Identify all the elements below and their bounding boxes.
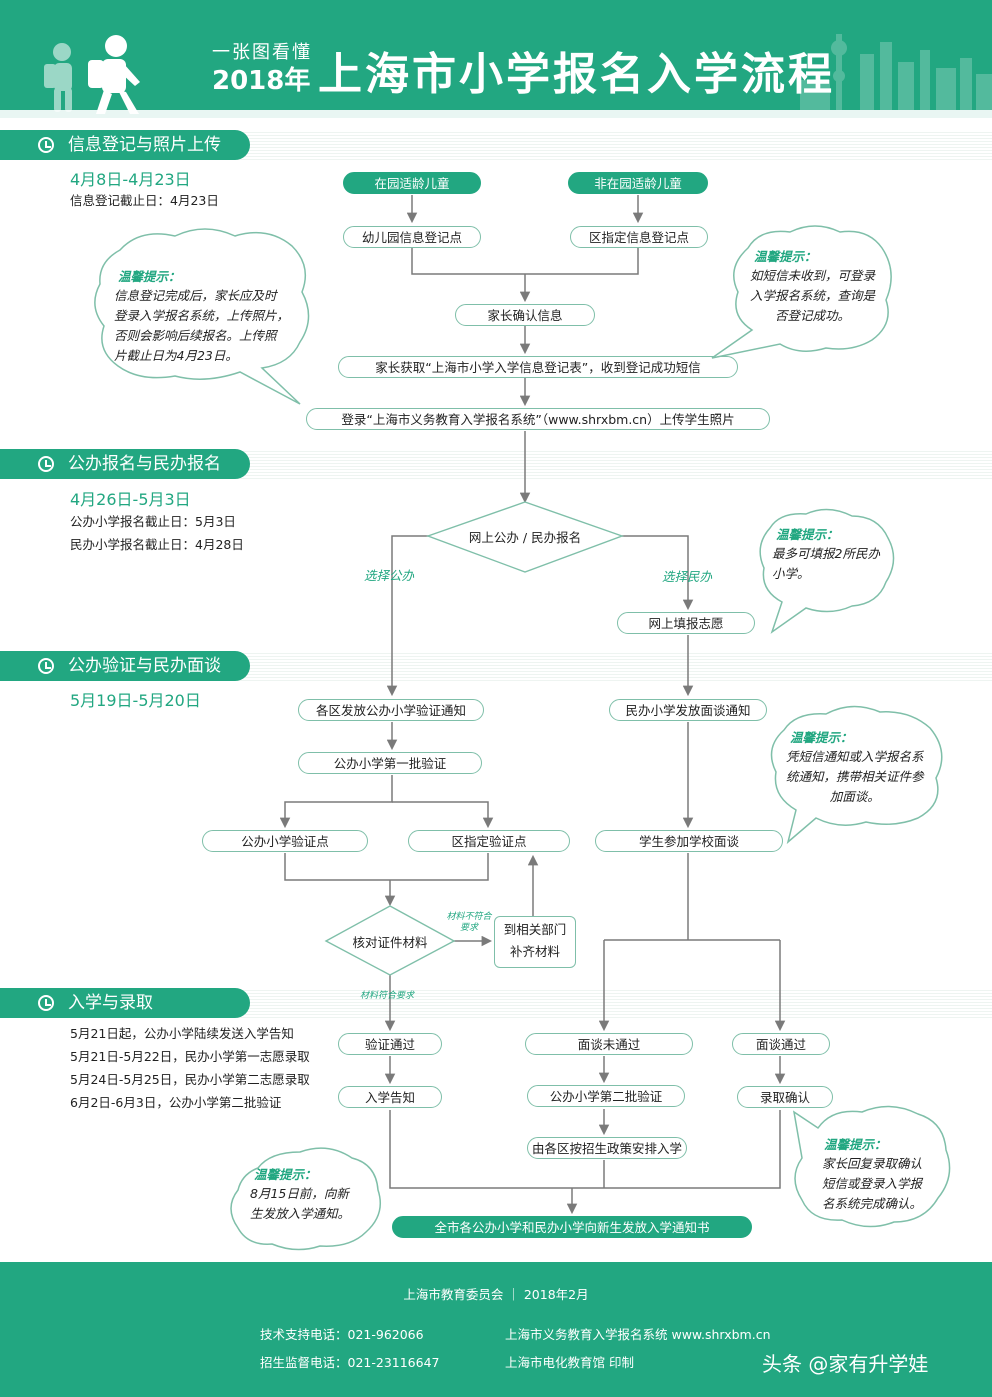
node-public-notice: 各区发放公办小学验证通知 bbox=[298, 699, 484, 721]
tip-title: 温馨提示： bbox=[824, 1137, 887, 1152]
footer: 上海市教育委员会 ｜ 2018年2月 技术支持电话：021-962066 上海市… bbox=[0, 1262, 992, 1397]
node-verify-point: 公办小学验证点 bbox=[202, 830, 368, 852]
node-get-form: 家长获取“上海市小学入学信息登记表”，收到登记成功短信 bbox=[338, 356, 738, 378]
section-note: 信息登记截止日：4月23日 bbox=[70, 193, 219, 208]
node-kg-register: 幼儿园信息登记点 bbox=[343, 226, 481, 248]
node-interview: 学生参加学校面谈 bbox=[595, 830, 783, 852]
node-final-notice: 全市各公办小学和民办小学向新生发放入学通知书 bbox=[392, 1216, 752, 1238]
tip-line: 信息登记完成后，家长应及时 bbox=[114, 288, 277, 303]
node-district-arrange: 由各区按招生政策安排入学 bbox=[527, 1137, 687, 1159]
header-year: 2018年 bbox=[212, 66, 311, 96]
section-note: 民办小学报名截止日：4月28日 bbox=[70, 537, 244, 552]
header-banner: 一张图看懂 2018年 上海市小学报名入学流程 bbox=[0, 0, 992, 118]
node-verify-pass: 验证通过 bbox=[338, 1033, 442, 1055]
tip-line: 入学报名系统，查询是 bbox=[750, 288, 876, 303]
skyline-icon bbox=[800, 34, 992, 110]
decision-diamond-apply bbox=[425, 501, 625, 573]
supplement-line: 补齐材料 bbox=[509, 944, 560, 959]
tip-line: 片截止日为4月23日。 bbox=[114, 348, 238, 363]
node-first-verify: 公办小学第一批验证 bbox=[298, 752, 482, 774]
label-choose-private: 选择民办 bbox=[662, 569, 713, 584]
label-choose-public: 选择公办 bbox=[364, 568, 415, 583]
supplement-line: 到相关部门 bbox=[503, 922, 567, 937]
label-docs-fail: 材料不符合要求 bbox=[446, 912, 492, 933]
node-district-verify: 区指定验证点 bbox=[408, 830, 570, 852]
section-note: 公办小学报名截止日：5月3日 bbox=[70, 514, 236, 529]
header-stripe bbox=[0, 110, 992, 118]
tip-line: 家长回复录取确认 bbox=[822, 1156, 923, 1171]
tip-cloud-6 bbox=[792, 1105, 951, 1228]
node-second-verify: 公办小学第二批验证 bbox=[527, 1085, 685, 1107]
tip-cloud-1 bbox=[94, 228, 310, 405]
decision-diamond-docs bbox=[324, 905, 456, 976]
tip-text-6: 家长回复录取确认 短信或登录入学报 名系统完成确认。 bbox=[822, 1154, 922, 1214]
schedule-item: 5月21日起，公办小学陆续发送入学告知 bbox=[70, 1026, 294, 1041]
footer-printer: 上海市电化教育馆 印制 bbox=[505, 1355, 634, 1370]
schedule-item: 5月24日-5月25日，民办小学第二志愿录取 bbox=[70, 1072, 310, 1087]
clock-icon bbox=[38, 137, 54, 153]
section-date-3: 5月19日-5月20日 bbox=[70, 691, 201, 710]
schedule-item: 5月21日-5月22日，民办小学第一志愿录取 bbox=[70, 1049, 310, 1064]
tip-cloud-3 bbox=[759, 508, 895, 634]
tip-cloud-5 bbox=[230, 1147, 381, 1251]
section-title-3: 公办验证与民办面谈 bbox=[0, 651, 250, 681]
node-upload-photo: 登录“上海市义务教育入学报名系统”（www.shrxbm.cn）上传学生照片 bbox=[306, 408, 770, 430]
tip-title: 温馨提示： bbox=[118, 269, 181, 284]
clock-icon bbox=[38, 995, 54, 1011]
node-admission-notice: 入学告知 bbox=[338, 1086, 442, 1108]
tip-line: 8月15日前，向新 bbox=[250, 1186, 349, 1201]
tip-line: 最多可填报2所民办 bbox=[772, 546, 880, 561]
tip-line: 短信或登录入学报 bbox=[822, 1176, 923, 1191]
node-interview-pass: 面谈通过 bbox=[732, 1033, 830, 1055]
node-online-apply: 网上公办 / 民办报名 bbox=[468, 530, 582, 545]
tip-title: 温馨提示： bbox=[754, 249, 817, 264]
node-enroll-confirm: 录取确认 bbox=[737, 1086, 833, 1108]
tip-line: 加面谈。 bbox=[829, 789, 880, 804]
clock-icon bbox=[38, 456, 54, 472]
section-date-1: 4月8日-4月23日 bbox=[70, 170, 191, 189]
node-interview-fail: 面谈未通过 bbox=[525, 1033, 693, 1055]
tip-text-4: 凭短信通知或入学报名系 统通知，携带相关证件参 加面谈。 bbox=[786, 747, 924, 807]
footer-support-phone: 技术支持电话：021-962066 bbox=[260, 1327, 424, 1342]
tip-line: 小学。 bbox=[772, 566, 810, 581]
header-subtitle: 一张图看懂 bbox=[212, 42, 312, 63]
footer-system: 上海市义务教育入学报名系统 www.shrxbm.cn bbox=[505, 1327, 771, 1342]
page-title: 上海市小学报名入学流程 bbox=[318, 49, 835, 100]
node-check-docs: 核对证件材料 bbox=[352, 935, 428, 950]
tip-title: 温馨提示： bbox=[776, 527, 839, 542]
section-date-2: 4月26日-5月3日 bbox=[70, 490, 191, 509]
children-icon bbox=[44, 35, 140, 114]
tip-line: 统通知，携带相关证件参 bbox=[786, 769, 924, 784]
tip-line: 名系统完成确认。 bbox=[822, 1196, 923, 1211]
schedule-item: 6月2日-6月3日，公办小学第二批验证 bbox=[70, 1095, 282, 1110]
tip-text-1: 信息登记完成后，家长应及时 登录入学报名系统，上传照片， 否则会影响后续报名。上… bbox=[114, 286, 289, 366]
tip-line: 生发放入学通知。 bbox=[250, 1206, 351, 1221]
tip-line: 否则会影响后续报名。上传照 bbox=[114, 328, 277, 343]
node-fill-wish: 网上填报志愿 bbox=[617, 612, 755, 634]
tip-text-5: 8月15日前，向新 生发放入学通知。 bbox=[250, 1184, 350, 1224]
node-parent-confirm: 家长确认信息 bbox=[455, 304, 595, 326]
tip-title: 温馨提示： bbox=[254, 1167, 317, 1182]
tip-text-3: 最多可填报2所民办 小学。 bbox=[772, 544, 880, 584]
tip-line: 凭短信通知或入学报名系 bbox=[786, 749, 924, 764]
tip-title: 温馨提示： bbox=[790, 730, 853, 745]
tip-line: 否登记成功。 bbox=[775, 308, 851, 323]
tip-cloud-4 bbox=[770, 705, 943, 845]
footer-supervise-phone: 招生监督电话：021-23116647 bbox=[260, 1355, 440, 1370]
tip-cloud-2 bbox=[711, 225, 892, 359]
footer-issuer: 上海市教育委员会 ｜ 2018年2月 bbox=[403, 1287, 589, 1302]
node-district-register: 区指定信息登记点 bbox=[570, 226, 708, 248]
tip-text-2: 如短信未收到，可登录 入学报名系统，查询是 否登记成功。 bbox=[750, 266, 875, 326]
node-supplement: 到相关部门 补齐材料 bbox=[494, 916, 576, 968]
watermark: 头条 @家有升学娃 bbox=[762, 1352, 929, 1376]
clock-icon bbox=[38, 658, 54, 674]
tip-line: 如短信未收到，可登录 bbox=[750, 268, 876, 283]
label-docs-ok: 材料符合要求 bbox=[360, 991, 415, 1001]
node-in-kindergarten: 在园适龄儿童 bbox=[343, 172, 481, 194]
tip-line: 登录入学报名系统，上传照片， bbox=[114, 308, 290, 323]
node-not-in-kindergarten: 非在园适龄儿童 bbox=[568, 172, 708, 194]
node-private-notice: 民办小学发放面谈通知 bbox=[609, 699, 767, 721]
